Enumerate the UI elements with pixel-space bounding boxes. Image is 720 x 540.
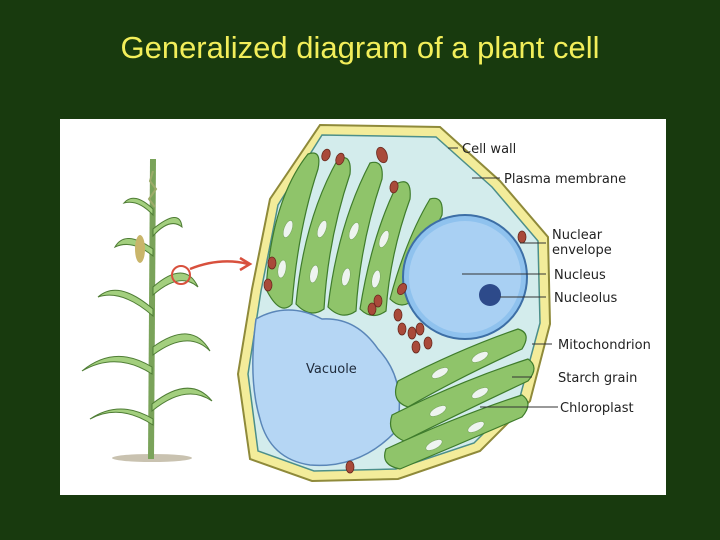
mitochondrion-label: Mitochondrion: [558, 338, 651, 353]
starch-grain: [316, 220, 328, 238]
starch-grain: [425, 439, 443, 451]
mitochondrion: [373, 294, 383, 308]
starch-grain: [429, 405, 447, 417]
pointer-arrow: [189, 260, 249, 271]
starch-grain: [471, 351, 489, 363]
nucleolus-label: Nucleolus: [554, 291, 618, 306]
starch-grain: [371, 269, 381, 289]
plant-leaf: [97, 289, 154, 318]
mitochondrion: [376, 146, 388, 164]
nucleus: [409, 221, 521, 333]
mitochondrion: [423, 336, 433, 350]
plant-leaf: [152, 217, 183, 238]
corn-plant-illustration: [81, 158, 253, 462]
nucleus-label: Nucleus: [554, 268, 606, 283]
mitochondrion: [393, 308, 403, 322]
plant-leaf: [152, 272, 199, 297]
mitochondrion: [335, 152, 345, 166]
plant-tassel: [147, 170, 158, 208]
plant-cell-figure: Vacuole: [60, 119, 666, 495]
plant-leaf: [89, 408, 154, 426]
pointer-arrow-head: [239, 256, 253, 272]
starch-grain: [282, 220, 294, 238]
starch-grain: [341, 267, 351, 287]
chloroplast: [327, 161, 383, 316]
mitochondrion: [321, 148, 331, 162]
starch-grain: [467, 421, 485, 433]
starch-grain: [471, 387, 489, 399]
starch-grain: [378, 230, 390, 248]
nucleolus: [479, 284, 501, 306]
mitochondrion: [345, 460, 355, 474]
plant-leaf: [122, 197, 154, 217]
plant-leaf: [113, 238, 154, 258]
highlight-circle: [171, 265, 191, 285]
chloroplast: [395, 328, 527, 408]
slide-title: Generalized diagram of a plant cell: [120, 30, 600, 65]
mitochondrion: [415, 322, 425, 336]
mitochondrion: [267, 256, 277, 270]
starch-grain-label: Starch grain: [558, 371, 637, 386]
plant-leaf: [151, 387, 213, 413]
chloroplast: [389, 358, 535, 442]
vacuole-label: Vacuole: [306, 362, 357, 377]
mitochondrion: [389, 180, 399, 194]
nuclear-envelope-label-line2: envelope: [552, 243, 612, 258]
starch-grain: [277, 259, 287, 279]
mitochondrion: [517, 230, 527, 244]
corn-ear: [135, 235, 145, 263]
starch-grain: [431, 367, 449, 379]
chloroplast: [384, 394, 529, 470]
mitochondrion: [397, 283, 407, 295]
chloroplast-label: Chloroplast: [560, 401, 634, 416]
mitochondrion: [367, 302, 377, 316]
nuclear-envelope-label-line1: Nuclear: [552, 228, 603, 243]
mitochondrion: [411, 340, 421, 354]
mitochondrion: [407, 326, 417, 340]
plant-leaf: [152, 333, 211, 356]
plasma-membrane-label: Plasma membrane: [504, 172, 626, 187]
plant-leaf: [81, 355, 153, 375]
plant-cell: Vacuole: [236, 123, 651, 483]
plant-cell-diagram: Vacuole: [81, 123, 651, 483]
starch-grain: [348, 222, 360, 240]
starch-grain: [309, 264, 319, 284]
cell-wall-label: Cell wall: [462, 142, 516, 157]
mitochondrion: [263, 278, 273, 292]
mitochondrion: [397, 322, 407, 336]
